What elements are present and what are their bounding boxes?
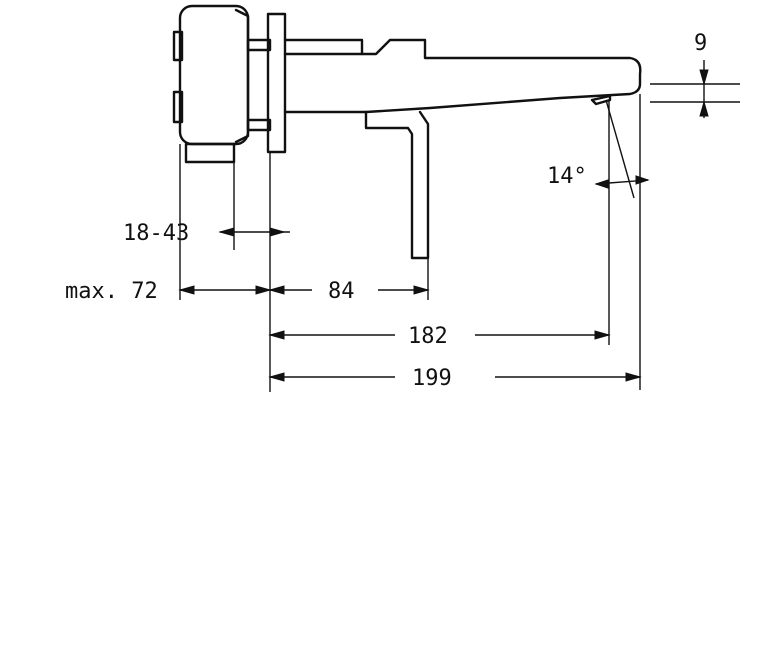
- dimension-spout-angle: 14°: [547, 99, 650, 199]
- dimension-max-depth: max. 72: [65, 144, 272, 304]
- spout-height-label: 9: [694, 31, 707, 56]
- total-length-label: 199: [412, 366, 452, 391]
- concealed-body: [172, 4, 250, 164]
- dimension-lever-offset: 84: [268, 258, 430, 304]
- dimension-gap-range: 18-43: [123, 152, 290, 392]
- mounting-sleeve: [246, 38, 272, 132]
- outlet-reach-label: 182: [408, 324, 448, 349]
- lever-offset-label: 84: [328, 279, 355, 304]
- dimension-total-length: 199: [268, 94, 642, 391]
- dimension-outlet-reach: 182: [268, 100, 611, 349]
- max-depth-label: max. 72: [65, 279, 158, 304]
- spout-angle-label: 14°: [547, 164, 587, 189]
- wall-plate: [266, 12, 287, 154]
- gap-range-label: 18-43: [123, 221, 189, 246]
- lever-handle: [364, 110, 430, 260]
- spout: [283, 38, 642, 114]
- dimension-spout-height: 9: [650, 31, 740, 118]
